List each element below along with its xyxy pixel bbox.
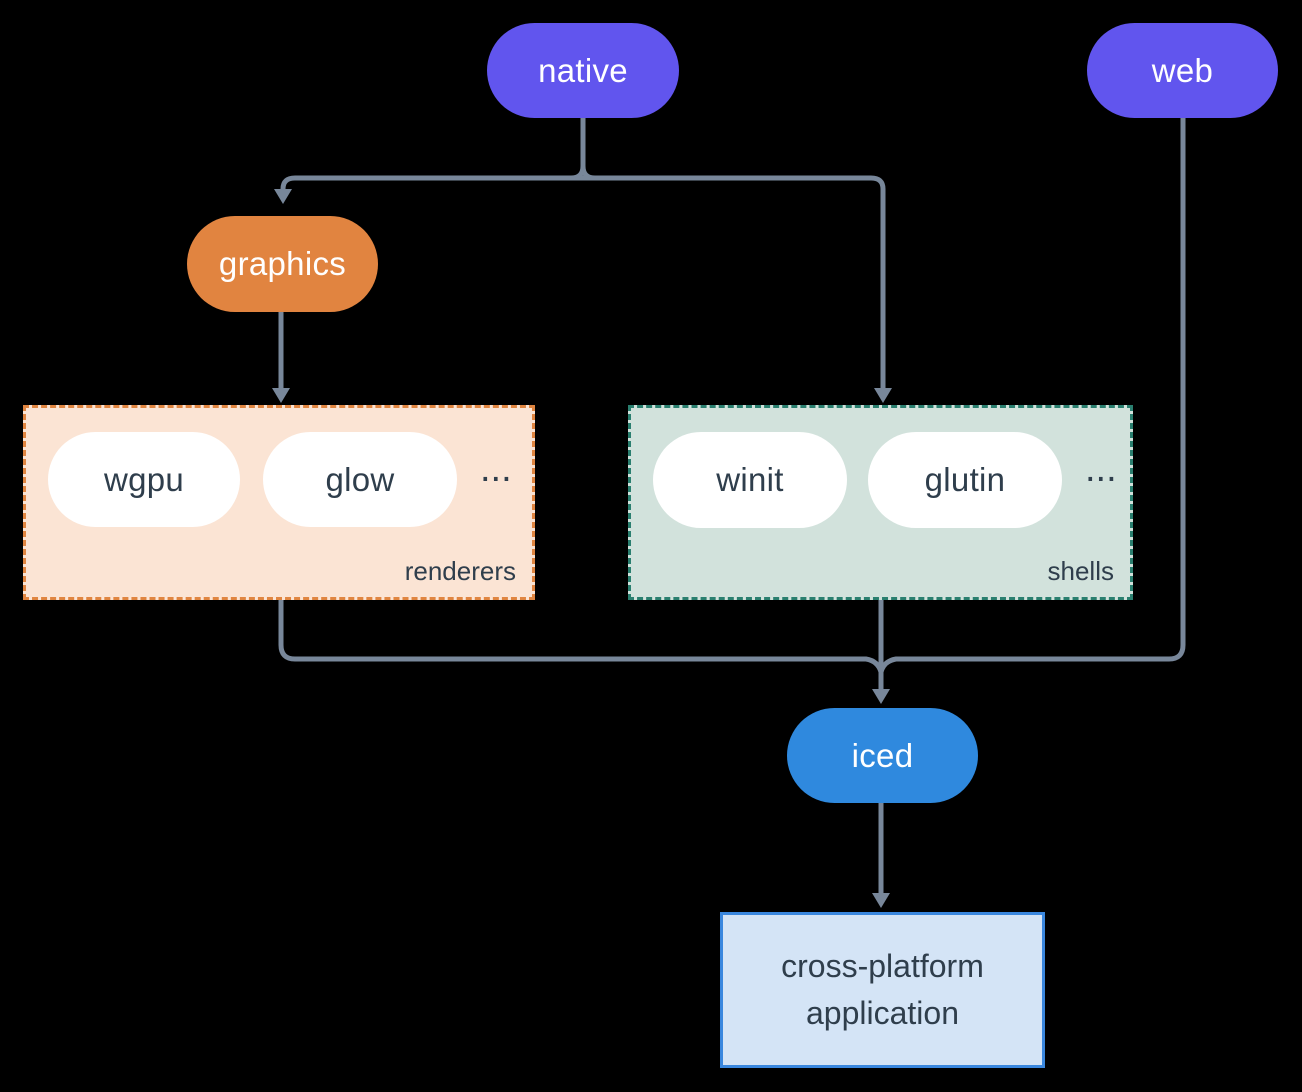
pill-glow-label: glow [325, 460, 395, 498]
node-native: native [487, 23, 679, 118]
arrowhead-into-application [872, 893, 890, 908]
connector-renderers-merge [278, 600, 884, 673]
renderers-ellipsis: ... [480, 448, 512, 490]
pill-glutin-label: glutin [924, 461, 1006, 498]
node-application: cross-platform application [720, 912, 1045, 1068]
node-graphics: graphics [187, 216, 378, 312]
node-iced-label: iced [851, 736, 914, 774]
group-renderers: wgpu glow ... renderers [23, 405, 535, 600]
connector-fork-horizontal [280, 175, 886, 388]
pill-glow: glow [263, 432, 457, 527]
group-shells: winit glutin ... shells [628, 405, 1133, 600]
node-iced: iced [787, 708, 978, 803]
arrowhead-into-graphics [274, 189, 292, 204]
connector-web-merge [878, 117, 1186, 673]
shells-group-label: shells [1047, 556, 1114, 586]
node-web-label: web [1151, 51, 1214, 89]
pill-winit: winit [653, 432, 847, 528]
pill-winit-label: winit [716, 461, 784, 498]
pill-wgpu-label: wgpu [103, 460, 185, 498]
shells-ellipsis: ... [1085, 448, 1117, 490]
node-web: web [1087, 23, 1278, 118]
pill-glutin: glutin [868, 432, 1062, 528]
arrowhead-into-renderers [272, 388, 290, 403]
renderers-group-label: renderers [404, 556, 516, 586]
node-application-label-line2: application [806, 995, 959, 1031]
node-native-label: native [538, 51, 628, 89]
node-graphics-label: graphics [218, 245, 347, 282]
pill-wgpu: wgpu [48, 432, 240, 527]
arrowhead-into-shells [874, 388, 892, 403]
node-application-label-line1: cross-platform [781, 948, 984, 984]
arrowhead-into-iced [872, 689, 890, 704]
